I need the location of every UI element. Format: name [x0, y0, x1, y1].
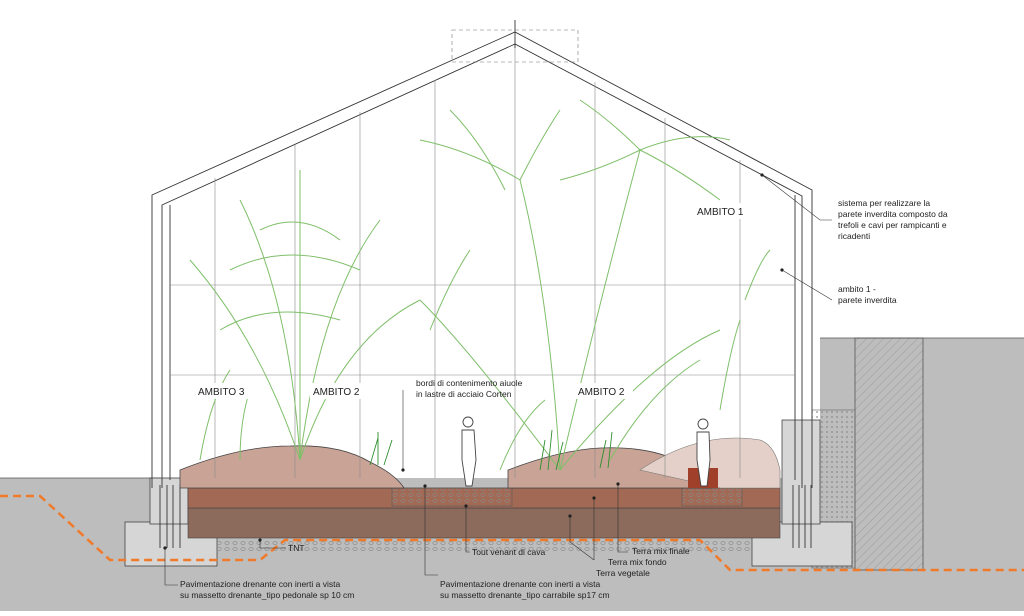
pav-pedonale-line-1: Pavimentazione drenante con inerti a vis…	[180, 579, 340, 589]
tout-venant-layer	[187, 507, 781, 539]
terra-finale-label: Terra mix finale	[632, 546, 690, 556]
greenhouse-frame	[151, 20, 813, 488]
gravel-bed	[218, 538, 750, 552]
ridge-vent	[451, 29, 579, 63]
pav-carrabile-line-2: su massetto drenante_tipo carrabile sp17…	[440, 590, 610, 600]
pav-carrabile-line-1: Pavimentazione drenante con inerti a vis…	[440, 579, 600, 589]
anchor-bolts	[159, 485, 812, 548]
soil-mound-left	[179, 445, 405, 489]
ambito-2-left-label: AMBITO 2	[313, 387, 360, 398]
right-foundation-stem	[781, 419, 821, 525]
tnt-label: TNT	[288, 543, 305, 553]
sistema-line-4: ricadenti	[838, 231, 870, 241]
pav-pedonale-line-2: su massetto drenante_tipo pedonale sp 10…	[180, 590, 354, 600]
tout-venant-label: Tout venant di cava	[472, 547, 546, 557]
ambito-2-right-label: AMBITO 2	[578, 387, 625, 398]
terra-fondo-label: Terra mix fondo	[608, 557, 667, 567]
retaining-wall-hatch	[854, 337, 924, 571]
sistema-line-2: parete inverdita composto da	[838, 209, 948, 219]
path-carrabile	[681, 487, 743, 507]
path-pedonale	[391, 487, 513, 507]
terra-vegetale-label: Terra vegetale	[596, 568, 650, 578]
human-figures	[461, 416, 711, 487]
sistema-line-1: sistema per realizzare la	[838, 198, 930, 208]
ambito-1-label: AMBITO 1	[697, 207, 744, 218]
parete-line-1: ambito 1 -	[838, 284, 876, 294]
bordi-line-2: in lastre di acciaio Corten	[416, 389, 512, 399]
glazing-grid	[170, 48, 795, 478]
parete-line-2: parete inverdita	[838, 295, 897, 305]
annotations: sistema per realizzare la parete inverdi…	[180, 198, 948, 600]
sistema-line-3: trefoli e cavi per rampicanti e	[838, 220, 947, 230]
leader-dots	[163, 173, 784, 550]
grass-clumps	[369, 429, 613, 471]
bordi-line-1: bordi di contenimento aiuole	[416, 378, 523, 388]
ambito-3-label: AMBITO 3	[198, 387, 245, 398]
ambito-labels: AMBITO 1 AMBITO 3 AMBITO 2 AMBITO 2	[195, 203, 748, 399]
leader-lines	[164, 174, 833, 586]
tnt-membrane	[0, 494, 1024, 572]
